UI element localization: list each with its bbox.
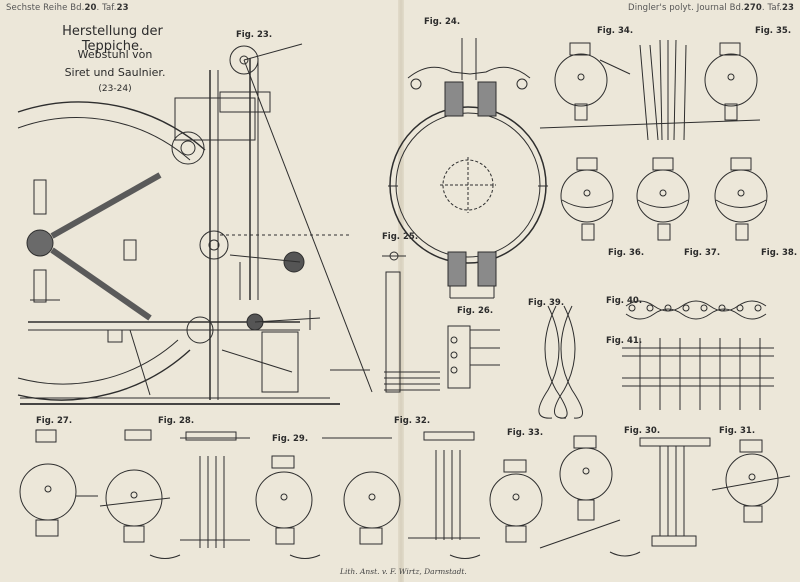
fig-37-label: Fig. 37. (684, 248, 721, 258)
header-right: Dingler's polyt. Journal Bd.270. Taf.23 (628, 3, 794, 13)
fig-26-label: Fig. 26. (457, 306, 494, 316)
lithographer-credit: Lith. Anst. v. F. Wirtz, Darmstadt. (340, 567, 467, 576)
fig-24-frame (388, 38, 548, 299)
fig-27-33-details (19, 429, 791, 559)
fig-35-label: Fig. 35. (755, 26, 792, 36)
fig-39-label: Fig. 39. (528, 298, 565, 308)
fig-27-label: Fig. 27. (36, 416, 73, 426)
header-left: Sechste Reihe Bd.20. Taf.23 (6, 3, 129, 13)
plate-subtitle-2: Siret und Saulnier. (64, 66, 166, 79)
fig-31-label: Fig. 31. (719, 426, 756, 436)
fig-32-label: Fig. 32. (394, 416, 431, 426)
fig-40-label: Fig. 40. (606, 296, 643, 306)
fig-41-label: Fig. 41. (606, 336, 643, 346)
fig-30-label: Fig. 30. (624, 426, 661, 436)
fig-38-label: Fig. 38. (761, 248, 798, 258)
fig-29-label: Fig. 29. (272, 434, 309, 444)
fig-36-label: Fig. 36. (608, 248, 645, 258)
fig-24-label: Fig. 24. (424, 17, 461, 27)
fig-33-label: Fig. 33. (507, 428, 544, 438)
fig-40-41-weaves (622, 300, 774, 410)
fig-23-label: Fig. 23. (236, 30, 273, 40)
plate-subtitle-1: Webstuhl von (77, 48, 153, 61)
fig-23-loom (17, 43, 373, 405)
page-fold (398, 0, 404, 582)
plate-subtitle-3: (23-24) (98, 84, 132, 94)
fig-25-label: Fig. 25. (382, 232, 419, 242)
fig-28-label: Fig. 28. (158, 416, 195, 426)
fig-39-yarns (538, 305, 583, 419)
fig-34-38-wheels (539, 39, 768, 241)
plate-title: Herstellung der Teppiche. (62, 24, 163, 54)
fig-25-26-parts (382, 251, 500, 393)
fig-34-label: Fig. 34. (597, 26, 634, 36)
